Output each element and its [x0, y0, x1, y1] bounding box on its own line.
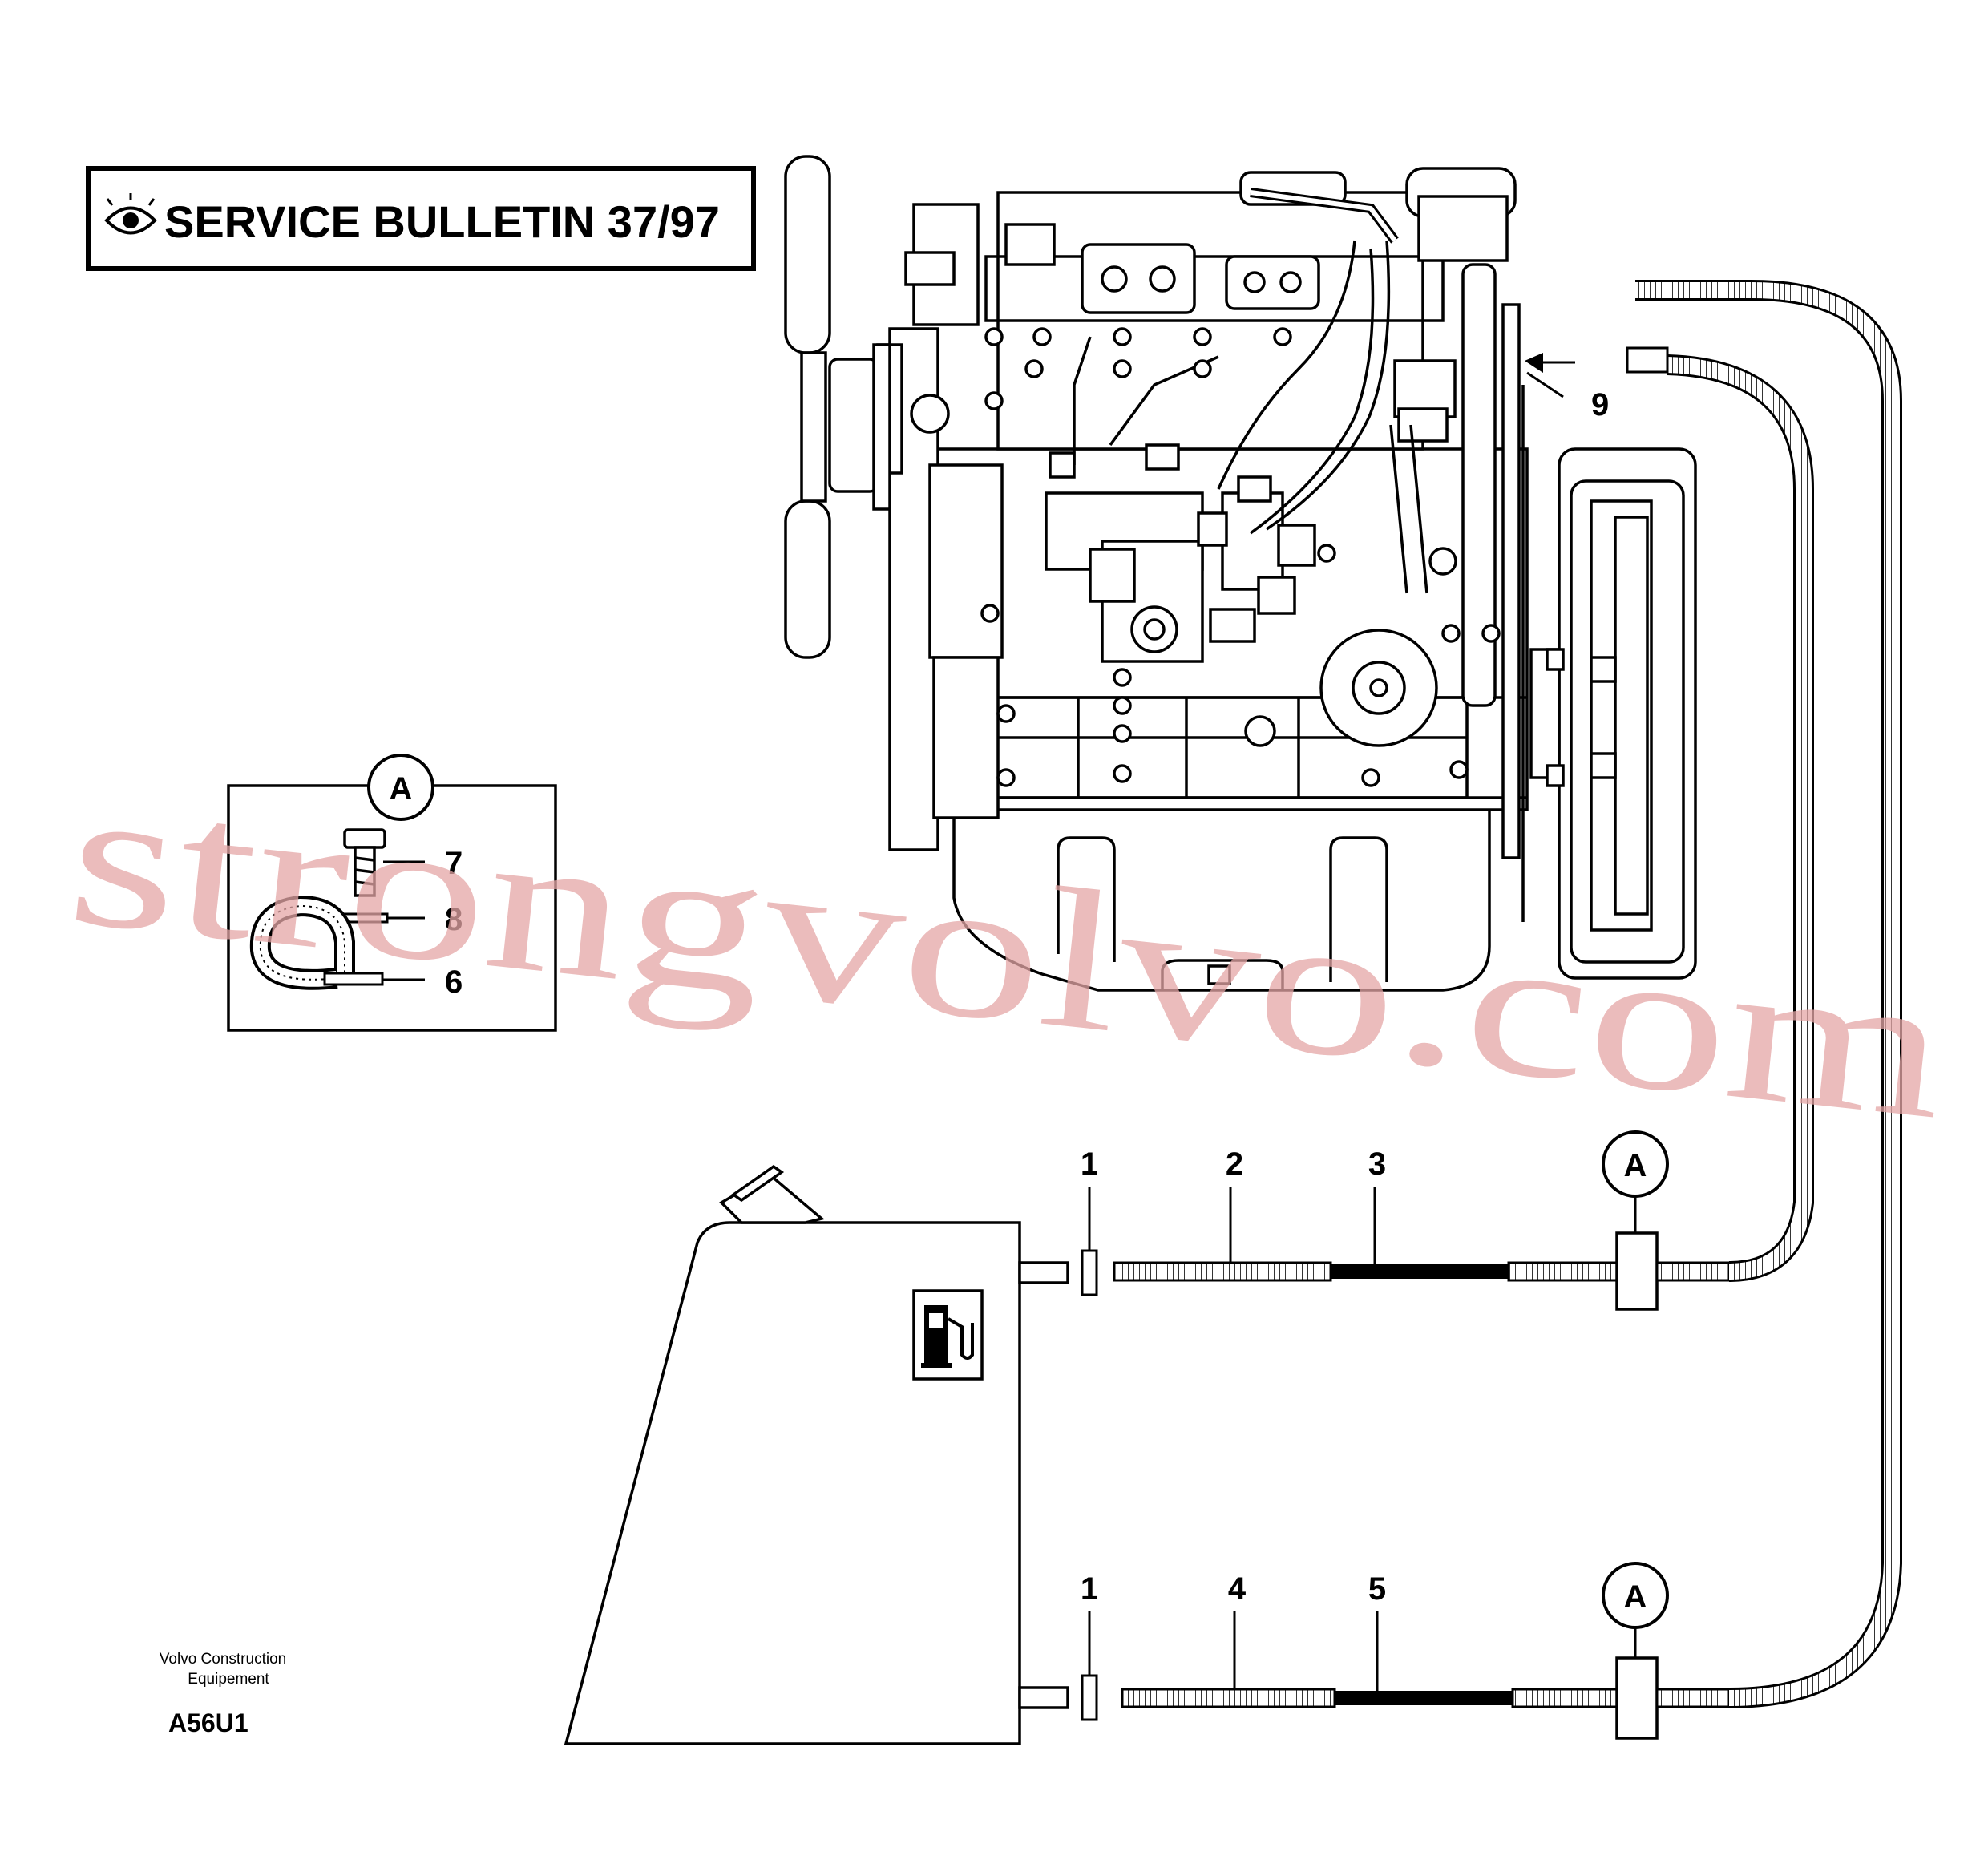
bolt-item-7	[343, 828, 386, 897]
hose-clamp-item-6	[249, 895, 384, 990]
fuel-tank	[564, 1164, 1069, 1745]
inset-circle-label: A	[390, 771, 413, 807]
detail-ref-circle-upper	[1602, 1130, 1669, 1198]
detail-inset-a: A 7 8 6	[227, 754, 557, 1032]
detail-circle	[367, 754, 434, 821]
callout-1-lower: 1	[1081, 1571, 1098, 1607]
detail-ref-upper: A	[1624, 1148, 1647, 1183]
callout-4: 4	[1228, 1571, 1247, 1607]
inset-label-7: 7	[445, 846, 463, 881]
inset-label-6: 6	[445, 964, 463, 1000]
company-name-line1: Volvo Construction	[160, 1651, 286, 1668]
callout-1-upper: 1	[1081, 1146, 1098, 1182]
detail-ref-circle-lower	[1602, 1562, 1669, 1629]
callout-3: 3	[1368, 1146, 1386, 1182]
bulletin-title: SERVICE BULLETIN 37/97	[164, 196, 720, 247]
lower-fuel-line: 1 4 5 A	[1081, 279, 1902, 1740]
company-name-line2: Equipement	[188, 1671, 269, 1688]
upper-fuel-line: 1 2 3 A	[1081, 346, 1814, 1311]
callout-9: 9	[1591, 387, 1609, 423]
callout-2: 2	[1226, 1146, 1243, 1182]
engine-assembly	[784, 155, 1697, 992]
eye-icon	[104, 193, 157, 235]
detail-ref-lower: A	[1624, 1579, 1647, 1615]
callout-5: 5	[1368, 1571, 1386, 1607]
fuel-pump-icon	[921, 1305, 974, 1368]
drawing-code: A56U1	[168, 1708, 248, 1737]
arrow-icon	[1525, 353, 1543, 373]
service-bulletin-box: SERVICE BULLETIN 37/97	[86, 166, 756, 271]
inset-label-8: 8	[445, 902, 463, 937]
